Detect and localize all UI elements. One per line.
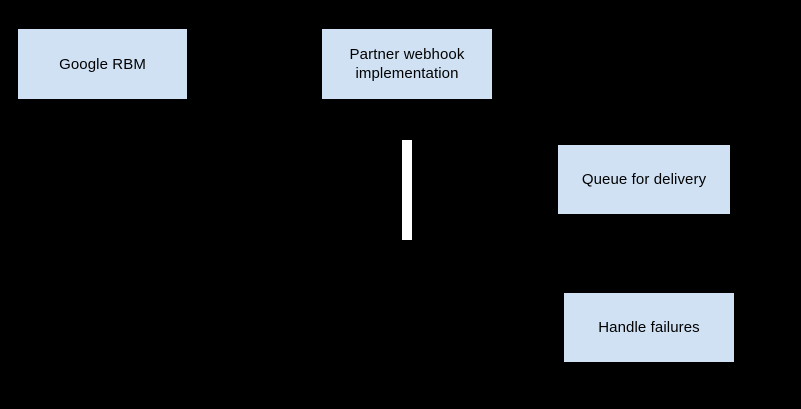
connector-vertical-line <box>402 140 412 240</box>
node-queue-delivery-label: Queue for delivery <box>581 171 707 188</box>
node-handle-failures[interactable]: Handle failures <box>564 293 734 362</box>
node-partner-webhook-label: Partner webhook implementation <box>349 46 465 82</box>
node-handle-failures-label: Handle failures <box>598 319 700 336</box>
node-google-rbm-label: Google RBM <box>59 55 146 73</box>
node-queue-delivery[interactable]: Queue for delivery <box>558 145 730 214</box>
node-partner-webhook[interactable]: Partner webhook implementation <box>322 29 492 99</box>
node-google-rbm[interactable]: Google RBM <box>18 29 187 99</box>
